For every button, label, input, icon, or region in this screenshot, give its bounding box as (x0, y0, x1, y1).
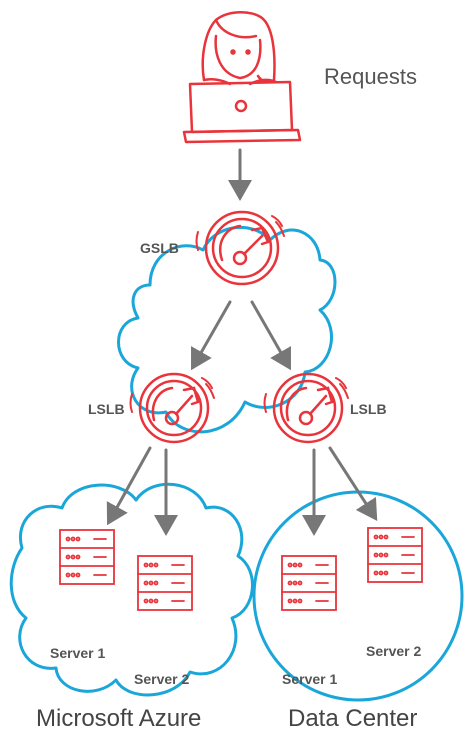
azure-server-1-icon (59, 529, 115, 585)
lslb-left-gauge-icon (129, 372, 215, 444)
dc-server-2-label: Server 2 (366, 643, 421, 659)
lslb-left-label: LSLB (88, 401, 125, 417)
arrow-lslb-right-to-server-2 (328, 446, 378, 522)
azure-server-2-icon (137, 555, 193, 611)
lslb-right-label: LSLB (350, 401, 387, 417)
data-center-label: Data Center (288, 705, 417, 732)
arrow-gslb-to-lslb-right (250, 300, 291, 371)
arrow-gslb-to-lslb-left (191, 300, 232, 371)
requests-label: Requests (324, 64, 417, 89)
azure-cloud (9, 482, 254, 697)
dc-server-1-icon (281, 555, 337, 611)
microsoft-azure-label: Microsoft Azure (36, 705, 201, 732)
dc-server-2-icon (367, 527, 423, 583)
person-with-laptop-icon (182, 11, 302, 144)
central-cloud (117, 225, 337, 434)
arrows (106, 148, 378, 536)
data-center-circle (252, 490, 464, 702)
azure-server-2-label: Server 2 (134, 671, 189, 687)
lslb-right-gauge-icon (263, 372, 349, 444)
dc-server-1-label: Server 1 (282, 671, 337, 687)
gslb-label: GSLB (140, 240, 179, 256)
gslb-gauge-icon (195, 210, 285, 286)
arrow-lslb-left-to-server-1 (106, 446, 152, 526)
azure-server-1-label: Server 1 (50, 645, 105, 661)
